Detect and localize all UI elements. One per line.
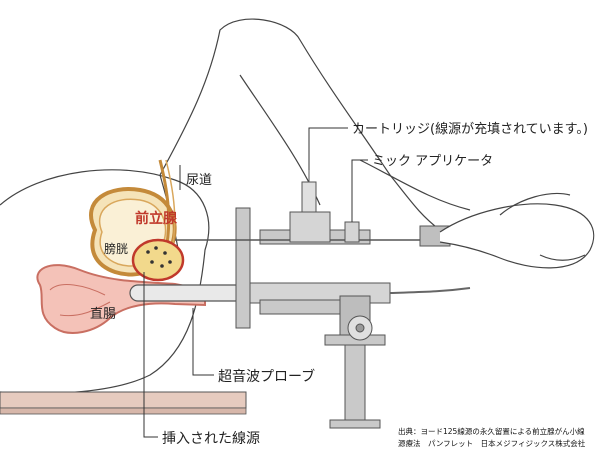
label-rectum: 直腸	[90, 307, 116, 322]
cartridge	[302, 170, 316, 212]
label-urethra: 尿道	[186, 173, 212, 188]
source-line-1: 出典：ヨード125線源の永久留置による前立腺がん小線	[398, 426, 585, 436]
label-ultrasound-probe: 超音波プローブ	[218, 368, 315, 385]
label-inserted-seeds: 挿入された線源	[162, 431, 260, 447]
mick-applicator	[175, 212, 450, 246]
label-applicator: ミック アプリケータ	[372, 154, 493, 169]
source-line-2: 源療法 パンフレット 日本メジフィジックス株式会社	[398, 438, 586, 448]
label-prostate: 前立腺	[135, 210, 178, 227]
patient-body	[0, 19, 470, 393]
hand	[440, 194, 594, 268]
prostate	[133, 240, 183, 280]
label-bladder: 膀胱	[104, 241, 128, 256]
label-cartridge: カートリッジ(線源が充填されています。)	[352, 121, 588, 137]
procedure-table	[0, 392, 246, 414]
